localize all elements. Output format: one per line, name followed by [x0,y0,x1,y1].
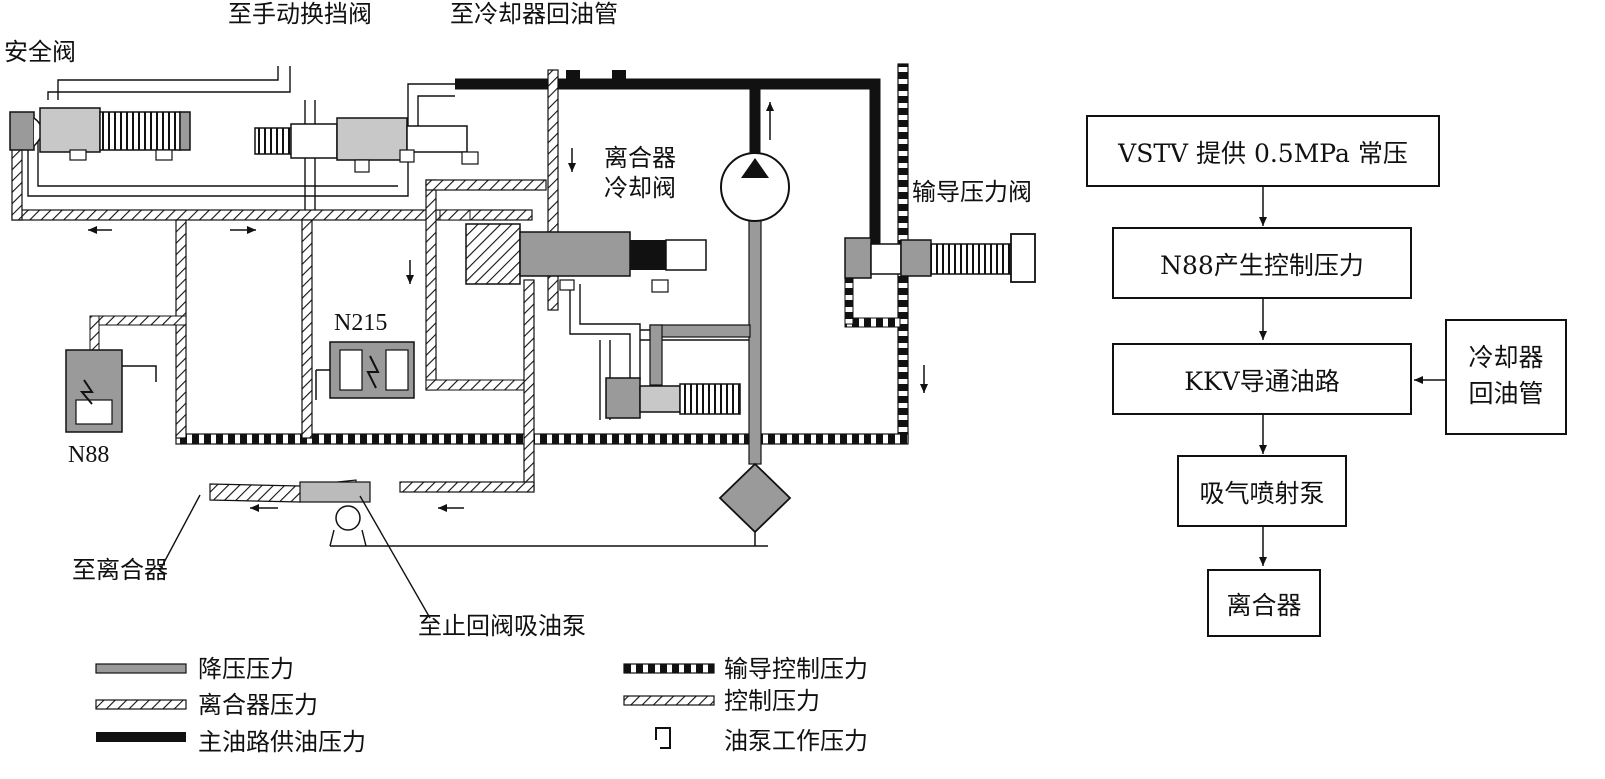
manual-valve-assembly [254,117,479,173]
n88-solenoid [65,349,157,433]
svg-text:降压压力: 降压压力 [198,655,294,683]
flow-side-input-box [1445,319,1567,435]
svg-text:油泵工作压力: 油泵工作压力 [724,727,868,755]
diagram-labels: 安全阀 至手动换挡阀 至冷却器回油管 离合器 冷却阀 输导压力阀 N215 N8… [4,0,1032,640]
flow-step-2-box [1112,227,1412,299]
flow-step-5-box [1207,569,1321,637]
svg-text:主油路供油压力: 主油路供油压力 [198,728,366,756]
legend-item-pilot-control-pressure: 输导控制压力 [623,655,868,683]
clutch-pressure-valve [605,377,741,419]
pilot-pressure-valve [844,233,1036,283]
legend: 降压压力 离合器压力 主油路供油压力 输导控制压力 控制压力 油泵工作压力 [95,655,868,756]
flow-side-input-line1: 冷却器 [1468,343,1543,372]
label-pilot-pressure-valve: 输导压力阀 [912,178,1032,206]
control-pressure-lines [11,69,559,571]
svg-text:离合器压力: 离合器压力 [198,691,318,719]
legend-item-main-supply-pressure: 主油路供油压力 [96,728,366,756]
flow-step-2: N88产生控制压力 [1160,251,1364,280]
label-clutch-cooling-valve-1: 离合器 [604,144,676,172]
flow-step-3: KKV导通油路 [1184,367,1339,396]
label-clutch-cooling-valve-2: 冷却阀 [604,174,676,202]
label-n88: N88 [68,442,109,468]
legend-item-control-pressure: 控制压力 [623,687,820,715]
flow-step-4-box [1177,455,1347,527]
svg-text:输导控制压力: 输导控制压力 [724,655,868,683]
legend-item-pump-pressure: 油泵工作压力 [655,727,868,755]
flow-step-5: 离合器 [1226,591,1301,620]
flowchart: VSTV 提供 0.5MPa 常压 N88产生控制压力 KKV导通油路 吸气喷射… [1086,115,1567,637]
main-supply-line [455,70,881,262]
clutch-cooling-valve [465,223,707,293]
flow-side-input-line2: 回油管 [1468,379,1543,408]
oil-pump [720,152,790,222]
flow-step-1: VSTV 提供 0.5MPa 常压 [1117,139,1408,168]
label-n215: N215 [334,310,387,336]
flow-step-4: 吸气喷射泵 [1199,479,1324,508]
safety-valve [9,107,191,161]
flow-arrows [88,148,576,512]
legend-item-reduced-pressure: 降压压力 [95,655,294,683]
label-to-manual-valve: 至手动换挡阀 [228,0,372,28]
n215-solenoid [315,341,415,400]
label-to-check-valve-pump: 至止回阀吸油泵 [418,612,586,640]
oil-filter [330,462,792,547]
flow-step-3-box [1112,343,1412,415]
legend-item-clutch-pressure: 离合器压力 [95,691,318,719]
pump-gray-lines [649,213,762,465]
label-safety-valve: 安全阀 [4,38,76,66]
svg-text:控制压力: 控制压力 [724,687,820,715]
reduced-pressure-lines [27,66,750,420]
check-valve [329,495,431,619]
label-to-cooler-return: 至冷却器回油管 [450,0,618,28]
label-to-clutch: 至离合器 [72,556,168,584]
